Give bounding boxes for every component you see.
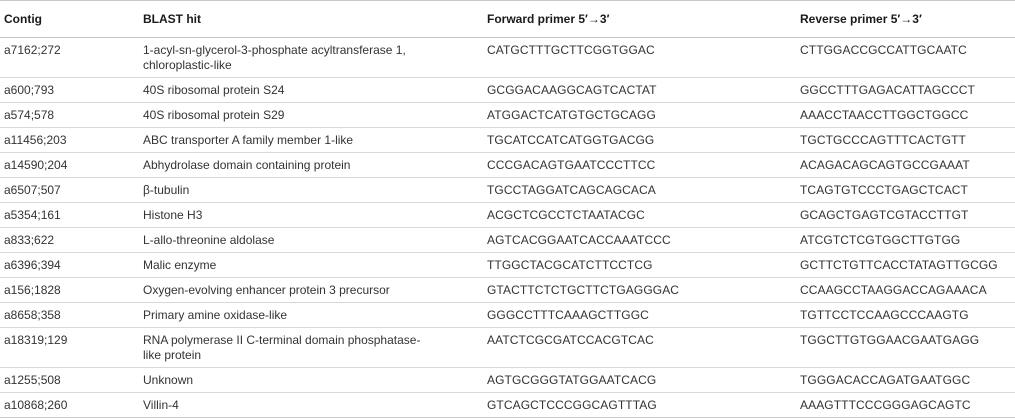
contig-cell: a5354;161 xyxy=(0,202,139,228)
blast-hit-cell: Villin-4 xyxy=(139,392,483,418)
blast-hit-cell: Malic enzyme xyxy=(139,252,483,278)
forward-primer-cell: ACGCTCGCCTCTAATACGC xyxy=(483,202,796,228)
table-row: a18319;129 RNA polymerase II C-terminal … xyxy=(0,327,1015,368)
reverse-primer-cell: CCAAGCCTAAGGACCAGAAACA xyxy=(796,277,1015,303)
reverse-primer-cell: ATCGTCTCGTGGCTTGTGG xyxy=(796,227,1015,253)
blast-hit-cell: 40S ribosomal protein S24 xyxy=(139,77,483,103)
contig-cell: a18319;129 xyxy=(0,327,139,368)
blast-hit-cell: β-tubulin xyxy=(139,177,483,203)
contig-cell: a574;578 xyxy=(0,102,139,128)
contig-cell: a1255;508 xyxy=(0,367,139,393)
table-row: a8658;358 Primary amine oxidase-like GGG… xyxy=(0,302,1015,328)
reverse-primer-cell: AAACCTAACCTTGGCTGGCC xyxy=(796,102,1015,128)
forward-primer-cell: GCGGACAAGGCAGTCACTAT xyxy=(483,77,796,103)
forward-primer-cell: AATCTCGCGATCCACGTCAC xyxy=(483,327,796,368)
contig-cell: a8658;358 xyxy=(0,302,139,328)
table-row: a6507;507 β-tubulin TGCCTAGGATCAGCAGCACA… xyxy=(0,177,1015,203)
blast-hit-cell: Primary amine oxidase-like xyxy=(139,302,483,328)
table-row: a6396;394 Malic enzyme TTGGCTACGCATCTTCC… xyxy=(0,252,1015,278)
blast-hit-cell: 40S ribosomal protein S29 xyxy=(139,102,483,128)
contig-cell: a156;1828 xyxy=(0,277,139,303)
header-row: Contig BLAST hit Forward primer 5′→3′ Re… xyxy=(0,0,1015,38)
blast-hit-cell: 1-acyl-sn-glycerol-3-phosphate acyltrans… xyxy=(139,37,483,78)
forward-primer-cell: TGCATCCATCATGGTGACGG xyxy=(483,127,796,153)
reverse-primer-cell: TGGGACACCAGATGAATGGC xyxy=(796,367,1015,393)
contig-cell: a7162;272 xyxy=(0,37,139,78)
blast-hit-cell: ABC transporter A family member 1-like xyxy=(139,127,483,153)
table-row: a600;793 40S ribosomal protein S24 GCGGA… xyxy=(0,77,1015,103)
contig-cell: a10868;260 xyxy=(0,392,139,418)
blast-hit-cell: Abhydrolase domain containing protein xyxy=(139,152,483,178)
reverse-primer-cell: AAAGTTTCCCGGGAGCAGTC xyxy=(796,392,1015,418)
reverse-primer-cell: GGCCTTTGAGACATTAGCCCT xyxy=(796,77,1015,103)
forward-primer-cell: AGTCACGGAATCACCAAATCCC xyxy=(483,227,796,253)
forward-primer-cell: TTGGCTACGCATCTTCCTCG xyxy=(483,252,796,278)
table-row: a10868;260 Villin-4 GTCAGCTCCCGGCAGTTTAG… xyxy=(0,392,1015,418)
blast-hit-cell: Oxygen-evolving enhancer protein 3 precu… xyxy=(139,277,483,303)
table-row: a7162;272 1-acyl-sn-glycerol-3-phosphate… xyxy=(0,37,1015,78)
blast-hit-cell: Histone H3 xyxy=(139,202,483,228)
header-contig: Contig xyxy=(0,0,139,38)
contig-cell: a6396;394 xyxy=(0,252,139,278)
forward-primer-cell: ATGGACTCATGTGCTGCAGG xyxy=(483,102,796,128)
reverse-primer-cell: GCAGCTGAGTCGTACCTTGT xyxy=(796,202,1015,228)
forward-primer-cell: CCCGACAGTGAATCCCTTCC xyxy=(483,152,796,178)
blast-hit-cell: L-allo-threonine aldolase xyxy=(139,227,483,253)
forward-primer-cell: GTACTTCTCTGCTTCTGAGGGAC xyxy=(483,277,796,303)
forward-primer-cell: TGCCTAGGATCAGCAGCACA xyxy=(483,177,796,203)
table-row: a14590;204 Abhydrolase domain containing… xyxy=(0,152,1015,178)
forward-primer-cell: GTCAGCTCCCGGCAGTTTAG xyxy=(483,392,796,418)
forward-primer-cell: GGGCCTTTCAAAGCTTGGC xyxy=(483,302,796,328)
reverse-primer-cell: TGCTGCCCAGTTTCACTGTT xyxy=(796,127,1015,153)
reverse-primer-cell: TCAGTGTCCCTGAGCTCACT xyxy=(796,177,1015,203)
contig-cell: a14590;204 xyxy=(0,152,139,178)
contig-cell: a6507;507 xyxy=(0,177,139,203)
forward-primer-cell: CATGCTTTGCTTCGGTGGAC xyxy=(483,37,796,78)
table-row: a574;578 40S ribosomal protein S29 ATGGA… xyxy=(0,102,1015,128)
table-row: a833;622 L-allo-threonine aldolase AGTCA… xyxy=(0,227,1015,253)
table-row: a11456;203 ABC transporter A family memb… xyxy=(0,127,1015,153)
reverse-primer-cell: TGGCTTGTGGAACGAATGAGG xyxy=(796,327,1015,368)
contig-cell: a833;622 xyxy=(0,227,139,253)
reverse-primer-cell: CTTGGACCGCCATTGCAATC xyxy=(796,37,1015,78)
header-reverse-primer: Reverse primer 5′→3′ xyxy=(796,0,1015,38)
table-row: a156;1828 Oxygen-evolving enhancer prote… xyxy=(0,277,1015,303)
contig-cell: a600;793 xyxy=(0,77,139,103)
header-forward-primer: Forward primer 5′→3′ xyxy=(483,0,796,38)
forward-primer-cell: AGTGCGGGTATGGAATCACG xyxy=(483,367,796,393)
contig-cell: a11456;203 xyxy=(0,127,139,153)
header-blast-hit: BLAST hit xyxy=(139,0,483,38)
reverse-primer-cell: TGTTCCTCCAAGCCCAAGTG xyxy=(796,302,1015,328)
blast-hit-cell: RNA polymerase II C-terminal domain phos… xyxy=(139,327,483,368)
reverse-primer-cell: GCTTCTGTTCACCTATAGTTGCGG xyxy=(796,252,1015,278)
reverse-primer-cell: ACAGACAGCAGTGCCGAAAT xyxy=(796,152,1015,178)
blast-hit-cell: Unknown xyxy=(139,367,483,393)
table-row: a1255;508 Unknown AGTGCGGGTATGGAATCACG T… xyxy=(0,367,1015,393)
table-row: a5354;161 Histone H3 ACGCTCGCCTCTAATACGC… xyxy=(0,202,1015,228)
